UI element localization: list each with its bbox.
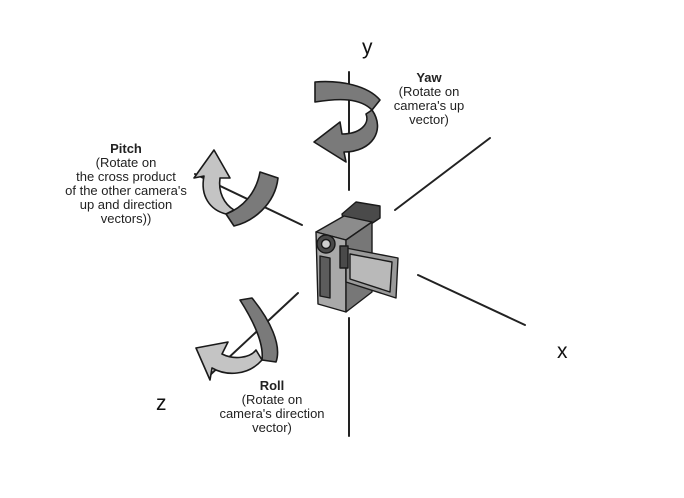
pitch-desc-line-2: the cross product bbox=[76, 169, 176, 184]
pitch-arrow-light-band bbox=[193, 149, 235, 215]
x-axis-lower bbox=[417, 274, 526, 326]
roll-desc-line-2: camera's direction bbox=[219, 406, 324, 421]
x-axis-label: x bbox=[557, 340, 568, 363]
yaw-desc-line-1: (Rotate on bbox=[399, 84, 460, 99]
yaw-arrow-front bbox=[313, 109, 379, 163]
roll-desc-line-1: (Rotate on bbox=[242, 392, 303, 407]
yaw-arrow-icon bbox=[313, 80, 381, 163]
roll-label: Roll (Rotate on camera's direction vecto… bbox=[219, 378, 324, 435]
y-axis-label: y bbox=[362, 36, 373, 59]
roll-arrow-icon bbox=[195, 297, 279, 381]
camcorder-hinge bbox=[339, 245, 349, 269]
pitch-desc-line-4: up and direction bbox=[80, 197, 173, 212]
yaw-label: Yaw (Rotate on camera's up vector) bbox=[394, 70, 464, 127]
yaw-desc-line-3: vector) bbox=[409, 112, 449, 127]
yaw-arrow-back bbox=[314, 80, 381, 111]
yaw-title: Yaw bbox=[416, 70, 442, 85]
pitch-arrow-dark-band bbox=[225, 171, 279, 227]
camcorder-lens-inner bbox=[320, 238, 332, 250]
yaw-desc-line-2: camera's up bbox=[394, 98, 464, 113]
roll-desc-line-3: vector) bbox=[252, 420, 292, 435]
pitch-desc-line-1: (Rotate on bbox=[96, 155, 157, 170]
pitch-label: Pitch (Rotate on the cross product of th… bbox=[65, 141, 187, 226]
diagonal-upper bbox=[394, 137, 491, 211]
pitch-desc-line-5: vectors)) bbox=[101, 211, 152, 226]
camcorder-grip bbox=[319, 255, 331, 299]
pitch-arrow-icon bbox=[193, 149, 279, 227]
pitch-title: Pitch bbox=[110, 141, 142, 156]
camcorder-icon bbox=[315, 201, 399, 313]
roll-title: Roll bbox=[260, 378, 285, 393]
roll-arrow-light-band bbox=[195, 341, 263, 381]
z-axis-label: z bbox=[156, 392, 167, 415]
pitch-desc-line-3: of the other camera's bbox=[65, 183, 187, 198]
camcorder-screen-face bbox=[349, 253, 393, 293]
roll-arrow-dark-band bbox=[239, 297, 279, 363]
